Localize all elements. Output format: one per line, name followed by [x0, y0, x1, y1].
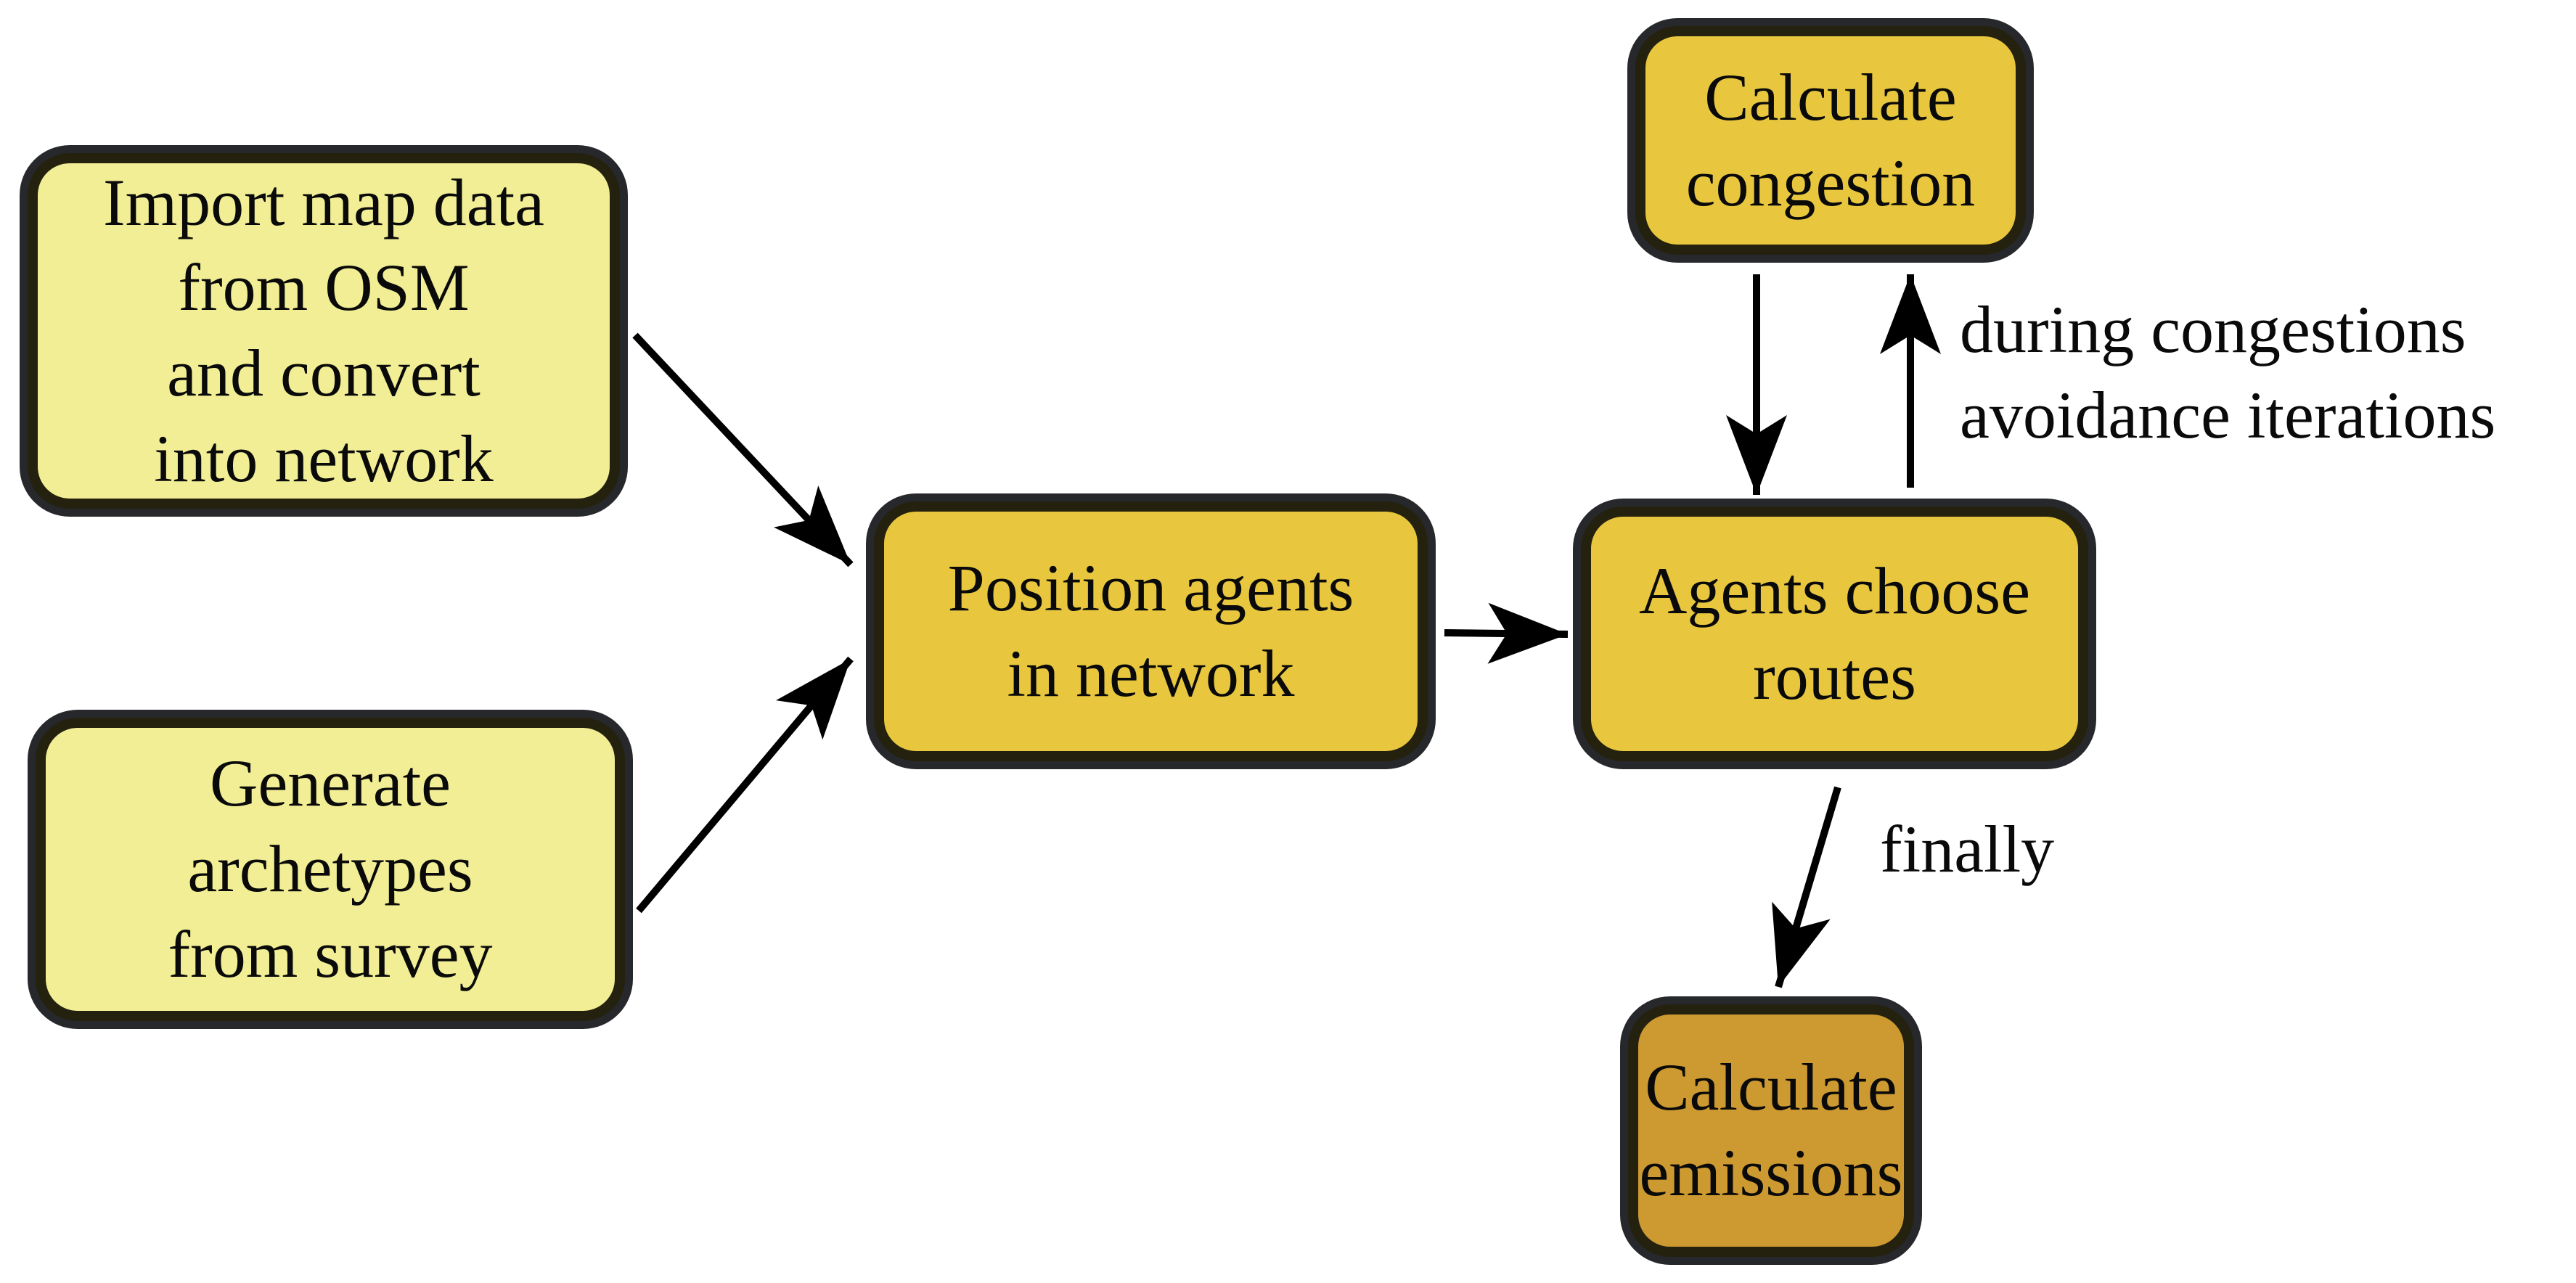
node-calculate-emissions: Calculate emissions [1628, 1004, 1914, 1257]
edge-import-to-position [632, 332, 854, 567]
edge-label-line: avoidance iterations [1960, 377, 2496, 452]
node-label-line: Agents choose [1638, 553, 2031, 628]
node-label-line: archetypes [187, 832, 473, 906]
edge-label-line: during congestions [1960, 292, 2466, 366]
node-label-line: in network [1007, 636, 1295, 710]
node-label-line: Calculate [1645, 1050, 1897, 1125]
node-label-line: Generate [210, 746, 451, 821]
node-label-line: Calculate [1704, 60, 1957, 134]
node-label-line: from survey [168, 917, 493, 991]
node-agents-choose-routes: Agents choose routes [1581, 507, 2088, 761]
node-import-map-data: Import map data from OSM and convert int… [28, 153, 620, 509]
node-label-line: into network [154, 421, 494, 496]
node-calculate-congestion: Calculate congestion [1635, 26, 2026, 255]
node-label-line: from OSM [178, 250, 470, 325]
edge-label-line: finally [1880, 812, 2055, 886]
edge-routes-to-emissions [1772, 786, 1841, 988]
node-label-line: Import map data [102, 165, 545, 239]
node-label-line: emissions [1639, 1136, 1903, 1210]
node-label-line: congestion [1685, 145, 1976, 220]
edge-label-finally: finally [1880, 807, 2054, 893]
node-generate-archetypes: Generate archetypes from survey [36, 718, 625, 1021]
edge-label-congestion-iterations: during congestions avoidance iterations [1960, 287, 2495, 459]
edge-generate-to-position [636, 656, 854, 914]
edge-position-to-routes [1444, 602, 1569, 664]
node-label-line: and convert [167, 336, 481, 410]
node-label-line: routes [1753, 639, 1916, 713]
node-label-line: Position agents [947, 551, 1354, 626]
node-position-agents: Position agents in network [874, 501, 1428, 761]
